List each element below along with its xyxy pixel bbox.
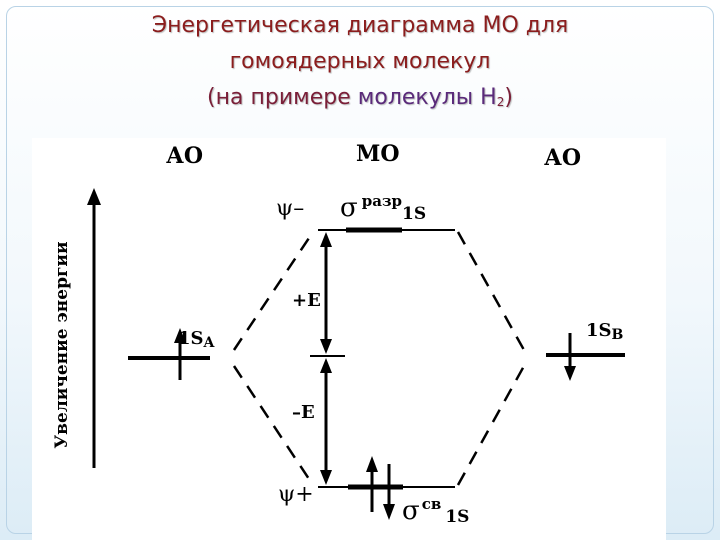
title-line-2: гомоядерных молекул [229,49,491,74]
electron-bonding-up-arrowhead [366,456,378,472]
title-line-3: (на примере молекулы Н2) [60,80,660,120]
sigma-bonding-symbol: σ [402,496,420,526]
mo-heading: МО [356,141,400,167]
ao-left-label-sub: A [203,335,215,351]
sigma-antibonding-sub: 1S [402,204,427,224]
plus-e-arrowhead-top [320,232,332,247]
sigma-antibonding-sup: разр [361,192,403,210]
slide-title: Энергетическая диаграмма МО для гомоядер… [60,8,660,120]
energy-axis-arrowhead [87,188,101,205]
minus-e-label: –E [292,402,315,423]
electron-right-down-arrowhead [564,366,576,381]
electron-left-up-arrowhead [174,328,186,343]
title-line-3-subscript: 2 [496,95,505,109]
correlation-line-right-lower [456,365,526,486]
diagram-panel [32,138,666,540]
ao-right-label-sub: B [611,327,624,343]
ao-right-label-main: 1S [586,320,612,341]
energy-axis-label: Увеличение энергии [52,241,72,449]
psi-minus-label: ψ– [276,196,305,221]
ao-left-label: 1SA [178,328,214,351]
plus-e-label: +E [292,290,321,311]
title-line-3-suffix: ) [504,85,513,110]
minus-e-arrowhead-top [320,358,332,373]
ao-right-heading: АО [544,145,582,171]
sigma-antibonding-symbol: σ [340,193,358,223]
correlation-line-right-upper [456,231,526,351]
title-line-3-prefix: (на примере [207,85,358,110]
title-line-3-molecule: молекулы Н [357,85,497,110]
ao-left-label-main: 1S [178,328,204,349]
sigma-bonding-sub: 1S [445,507,470,527]
title-line-1: Энергетическая диаграмма МО для [151,13,569,38]
ao-left-heading: АО [166,143,204,169]
plus-e-arrowhead-bottom [320,339,332,354]
minus-e-arrowhead-bottom [320,470,332,485]
psi-plus-label: ψ+ [278,482,314,507]
ao-right-label: 1SB [586,320,623,343]
correlation-line-left-lower [232,365,315,486]
sigma-bonding-sup: св [421,495,442,513]
electron-bonding-down-arrowhead [383,504,395,520]
